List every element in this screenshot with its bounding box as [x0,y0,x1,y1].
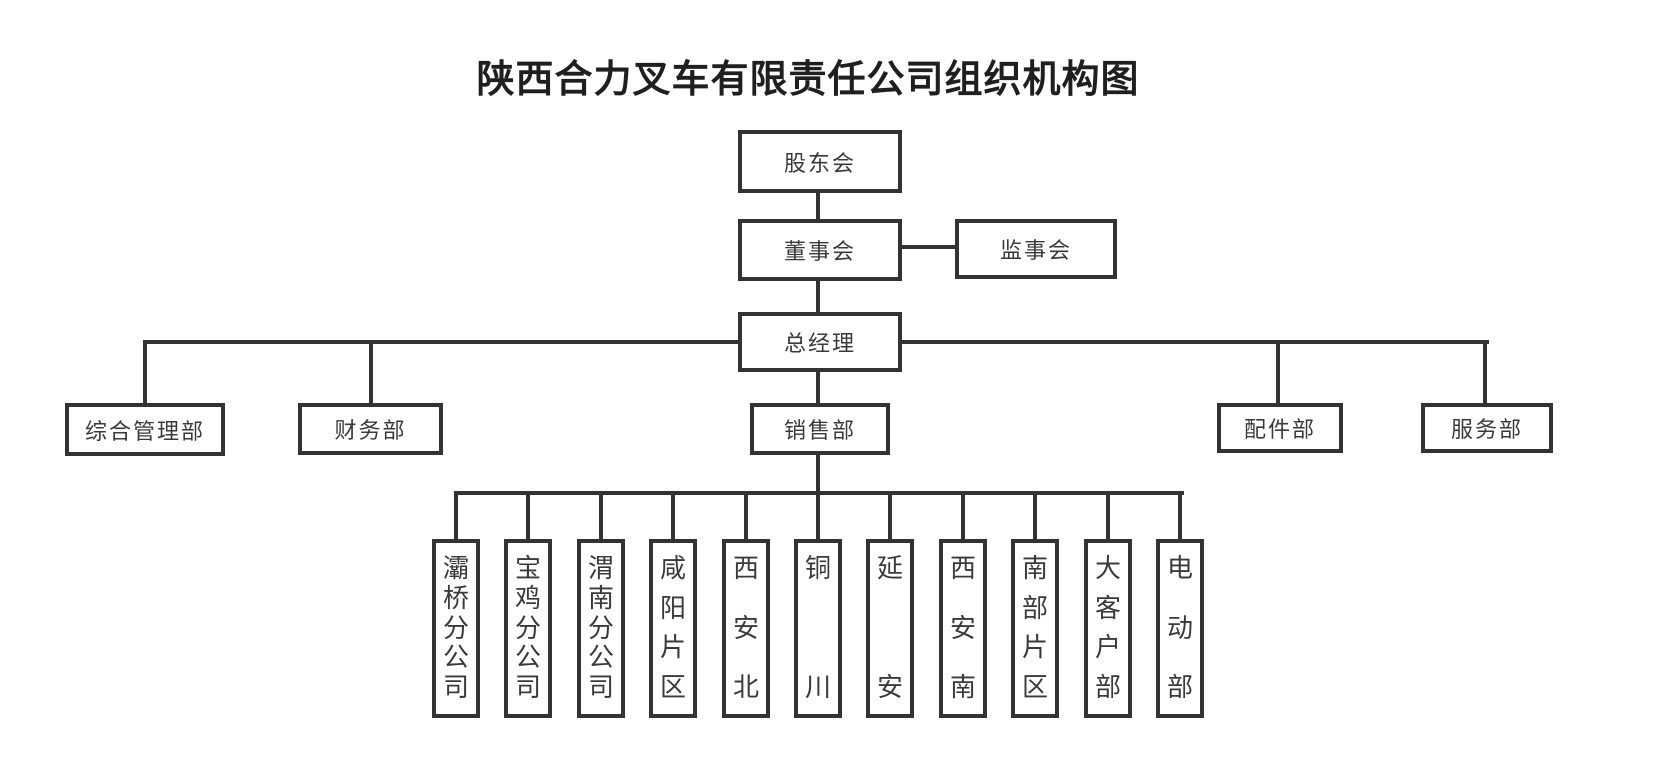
chart-title: 陕西合力叉车有限责任公司组织机构图 [476,57,1140,101]
connector-board-supervisory [900,245,957,249]
node-finance-dept: 财务部 [298,403,443,455]
node-branch-xian-north: 西安北 [722,539,770,718]
node-label: 西安南 [949,554,976,703]
connector-drop-branch-5 [744,491,748,541]
connector-drop-finance [369,340,373,405]
connector-drop-branch-9 [1033,491,1037,541]
node-branch-baqiao: 灞桥分公司 [432,539,480,718]
node-supervisory: 监事会 [955,219,1117,279]
node-label: 南部片区 [1021,554,1048,703]
node-label: 服务部 [1450,418,1523,443]
connector-drop-branch-3 [599,491,603,541]
connector-drop-branch-4 [671,491,675,541]
connector-drop-branch-8 [961,491,965,541]
node-shareholders: 股东会 [738,130,902,193]
node-branch-xian-south: 西安南 [939,539,987,718]
node-branch-key-accounts: 大客户部 [1084,539,1132,718]
connector-drop-branch-2 [526,491,530,541]
node-label: 总经理 [783,332,856,357]
node-label: 配件部 [1243,418,1316,443]
node-branch-weinan: 渭南分公司 [577,539,625,718]
connector-drop-branch-7 [888,491,892,541]
node-label: 西安北 [732,554,759,703]
node-label: 大客户部 [1094,554,1121,703]
node-sales-dept: 销售部 [750,403,890,455]
connector-drop-branch-1 [454,491,458,541]
connector-drop-branch-6 [816,491,820,541]
node-branch-yanan: 延安 [866,539,914,718]
connector-board-gm [816,281,820,316]
connector-drop-service [1483,340,1487,405]
node-label: 董事会 [783,240,856,265]
node-parts-dept: 配件部 [1217,403,1343,453]
node-label: 宝鸡分公司 [514,554,541,703]
node-label: 财务部 [334,419,407,444]
connector-sales-down [816,455,820,495]
node-branch-xianyang: 咸阳片区 [649,539,697,718]
node-label: 渭南分公司 [587,554,614,703]
node-branch-tongchuan: 铜川 [794,539,842,718]
connector-drop-branch-10 [1106,491,1110,541]
node-service-dept: 服务部 [1421,403,1553,453]
node-label: 电动部 [1166,554,1193,703]
connector-drop-branch-11 [1178,491,1182,541]
node-label: 咸阳片区 [659,554,686,703]
node-board: 董事会 [738,219,902,281]
node-label: 铜川 [804,554,831,703]
node-branch-baoji: 宝鸡分公司 [504,539,552,718]
connector-drop-general-admin [143,340,147,405]
connector-drop-parts [1276,340,1280,405]
connector-gm-sales [816,372,820,405]
node-branch-electric: 电动部 [1156,539,1204,718]
node-label: 销售部 [783,419,856,444]
node-label: 综合管理部 [84,419,205,445]
node-general-admin-dept: 综合管理部 [65,403,225,456]
node-branch-southern-area: 南部片区 [1011,539,1059,718]
node-label: 监事会 [999,239,1072,264]
node-label: 灞桥分公司 [442,554,469,703]
connector-shareholders-board [816,193,820,223]
node-label: 股东会 [783,151,856,177]
node-label: 延安 [876,554,903,703]
node-general-manager: 总经理 [738,312,902,372]
